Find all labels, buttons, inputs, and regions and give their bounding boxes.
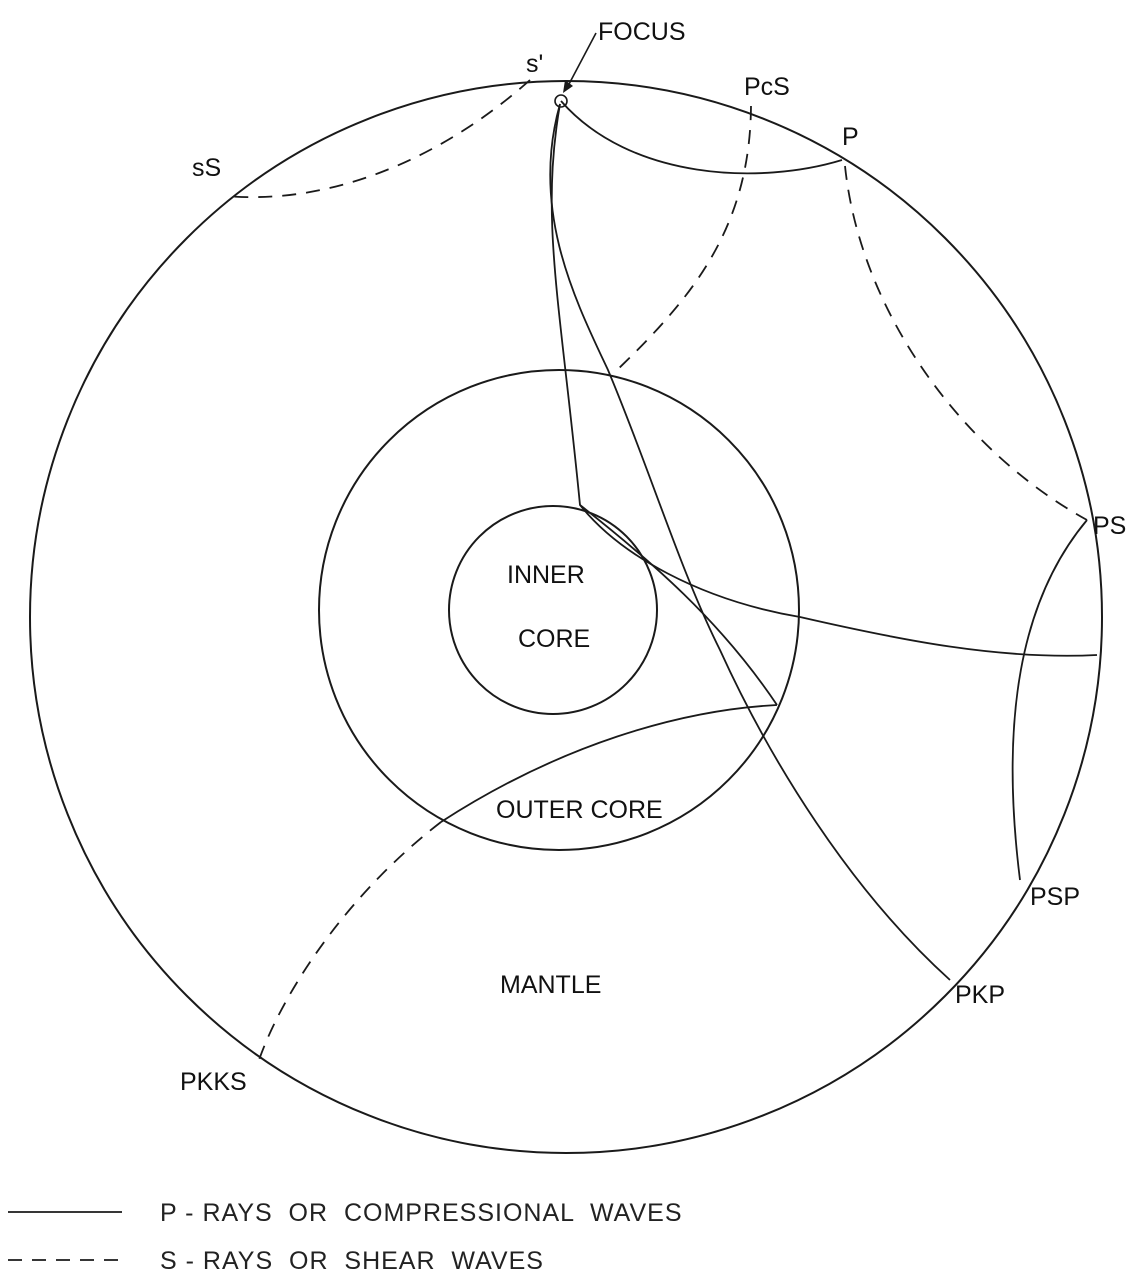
- label-psp: PSP: [1030, 883, 1080, 911]
- psp-ray: [1011, 519, 1088, 881]
- legend-s-rays: S - RAYS OR SHEAR WAVES: [160, 1247, 544, 1275]
- label-outer-core: OUTER CORE: [496, 796, 663, 824]
- p-ray-direct: [560, 100, 843, 175]
- label-ps: PS: [1093, 512, 1126, 540]
- label-pkks: PKKS: [180, 1068, 247, 1096]
- label-pkp: PKP: [955, 981, 1005, 1009]
- pkks-s-segment: [258, 821, 442, 1061]
- label-focus: FOCUS: [598, 18, 686, 46]
- label-ss: sS: [192, 154, 221, 182]
- ss-ray: [225, 79, 531, 198]
- p-ray-deep-branch: [550, 103, 1098, 657]
- inner-core-boundary: [448, 505, 658, 715]
- label-inner-core-line1: INNER: [507, 561, 585, 589]
- legend-p-rays: P - RAYS OR COMPRESSIONAL WAVES: [160, 1199, 683, 1227]
- outer-core-boundary: [318, 369, 800, 851]
- label-s-prime: s': [526, 50, 543, 78]
- label-inner-core-line2: CORE: [518, 625, 590, 653]
- focus-arrowhead-icon: [563, 80, 573, 93]
- label-p: P: [842, 123, 859, 151]
- pkp-ray: [549, 103, 951, 981]
- pkks-p-segment: [440, 704, 778, 823]
- focus-marker: [554, 94, 568, 108]
- ps-ray: [844, 165, 1088, 521]
- pkp-reflection-branch: [579, 504, 778, 706]
- label-mantle: MANTLE: [500, 971, 601, 999]
- label-pcs: PcS: [744, 73, 790, 101]
- pcs-ray: [614, 105, 752, 373]
- focus-pointer: [567, 32, 597, 87]
